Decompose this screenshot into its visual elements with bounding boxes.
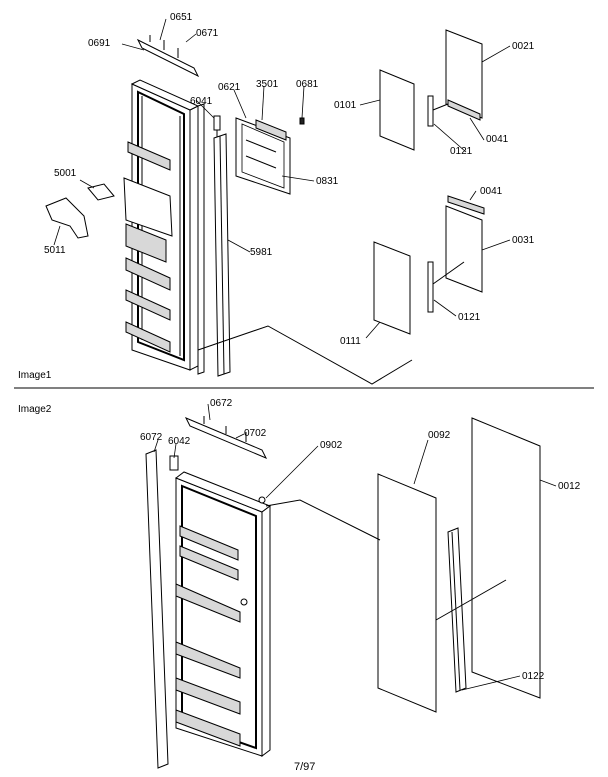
leader-lines	[53, 18, 557, 691]
panel-0031-part	[427, 195, 485, 313]
assembly-lines-2	[265, 499, 507, 621]
label-0702: 0702	[244, 428, 267, 439]
label-0121-top: 0121	[450, 146, 473, 157]
label-3501: 3501	[256, 79, 279, 90]
label-5981: 5981	[250, 247, 273, 258]
label-0621: 0621	[218, 82, 241, 93]
top-strip-part	[136, 35, 200, 78]
label-6072: 6072	[140, 432, 163, 443]
panel-0021-part	[427, 29, 483, 127]
label-0012: 0012	[558, 481, 581, 492]
refrigerator-door-part	[174, 471, 272, 757]
label-0121-mid: 0121	[458, 312, 481, 323]
label-0691: 0691	[88, 38, 111, 49]
freezer-door-part	[123, 79, 205, 375]
long-strip-part	[145, 449, 169, 769]
label-0041-mid: 0041	[480, 186, 503, 197]
trim-strip-part	[447, 527, 467, 693]
screw-part	[258, 496, 266, 504]
vertical-strip-part	[213, 133, 231, 377]
label-5001: 5001	[54, 168, 77, 179]
label-6041: 6041	[190, 96, 213, 107]
section-label-image2: Image2	[18, 404, 52, 415]
label-0041-top: 0041	[486, 134, 509, 145]
label-0651: 0651	[170, 12, 193, 23]
label-0672: 0672	[210, 398, 233, 409]
top-strip-part-2	[184, 416, 268, 459]
panel-0012-part	[471, 417, 541, 699]
label-0831: 0831	[316, 176, 339, 187]
label-6042: 6042	[168, 436, 191, 447]
image1-assembly	[45, 29, 485, 385]
part-labels: 0651 0691 0671 6041 0621 3501 0681 0101 …	[44, 12, 581, 682]
label-5011: 5011	[44, 245, 66, 256]
label-0031: 0031	[512, 235, 535, 246]
label-0101: 0101	[334, 100, 357, 111]
dispenser-small-parts	[45, 183, 115, 239]
image2-assembly	[145, 416, 541, 769]
page-number: 7/97	[294, 761, 315, 773]
assembly-lines	[197, 325, 413, 385]
label-0681: 0681	[296, 79, 319, 90]
panel-0101-part	[379, 69, 415, 151]
hinge-pin-part	[213, 115, 221, 138]
label-0122: 0122	[522, 671, 545, 682]
door-shelves-2	[175, 525, 241, 747]
label-0092: 0092	[428, 430, 451, 441]
panel-0111-part	[373, 241, 411, 335]
panel-0092-part	[377, 473, 437, 713]
frame-cover-part	[235, 117, 305, 195]
hinge-part-2	[169, 455, 179, 471]
label-0671: 0671	[196, 28, 219, 39]
label-0111: 0111	[340, 336, 361, 347]
section-label-image1: Image1	[18, 370, 52, 381]
label-0021: 0021	[512, 41, 535, 52]
label-0902: 0902	[320, 440, 343, 451]
